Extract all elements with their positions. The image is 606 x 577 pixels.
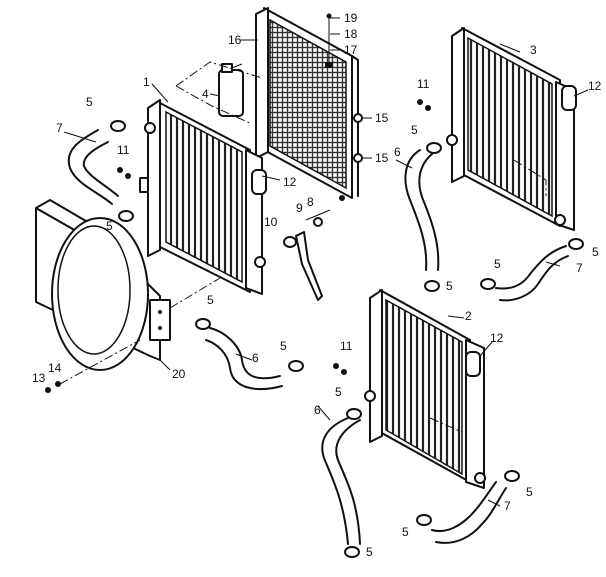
callout-12: 12 (588, 79, 602, 93)
callout-7: 7 (56, 121, 63, 135)
callout-5: 5 (526, 485, 533, 499)
radiator-main (139, 99, 267, 295)
callout-9: 9 (296, 201, 303, 215)
condenser (255, 7, 359, 201)
callout-6: 6 (314, 403, 321, 417)
mounting-bracket (295, 209, 331, 301)
callout-5: 5 (207, 293, 214, 307)
callout-5: 5 (494, 257, 501, 271)
fan-shroud (35, 199, 221, 371)
callout-5: 5 (106, 219, 113, 233)
callout-5: 5 (592, 245, 599, 259)
callout-5: 5 (446, 279, 453, 293)
fasteners (45, 99, 431, 393)
callout-2: 2 (465, 309, 472, 323)
callout-5: 5 (402, 525, 409, 539)
callout-20: 20 (172, 367, 186, 381)
callout-5: 5 (86, 95, 93, 109)
callout-5: 5 (335, 385, 342, 399)
callout-16: 16 (228, 33, 242, 47)
callout-5: 5 (411, 123, 418, 137)
callout-15: 15 (375, 151, 389, 165)
callout-6: 6 (252, 351, 259, 365)
callout-13: 13 (32, 371, 46, 385)
callout-19: 19 (344, 11, 358, 25)
callout-7: 7 (576, 261, 583, 275)
callout-5: 5 (366, 545, 373, 559)
radiator-2 (364, 289, 486, 489)
callout-6: 6 (394, 145, 401, 159)
callout-14: 14 (48, 361, 62, 375)
callout-11: 11 (417, 77, 430, 91)
callout-10: 10 (264, 215, 278, 229)
callout-4: 4 (202, 87, 209, 101)
callout-18: 18 (344, 27, 358, 41)
leader-lines (63, 17, 589, 507)
callout-11: 11 (117, 143, 130, 157)
callout-1: 1 (143, 75, 150, 89)
callout-8: 8 (307, 195, 314, 209)
callout-7: 7 (504, 499, 511, 513)
callout-5: 5 (280, 339, 287, 353)
callout-3: 3 (530, 43, 537, 57)
callout-12: 12 (283, 175, 297, 189)
callout-12: 12 (490, 331, 504, 345)
callout-17: 17 (344, 43, 358, 57)
radiator-3 (446, 27, 577, 231)
hoses (67, 129, 569, 545)
callout-15: 15 (375, 111, 389, 125)
coolant-reservoir (175, 61, 263, 125)
hose-clamps (110, 120, 584, 558)
callout-11: 11 (340, 339, 353, 353)
